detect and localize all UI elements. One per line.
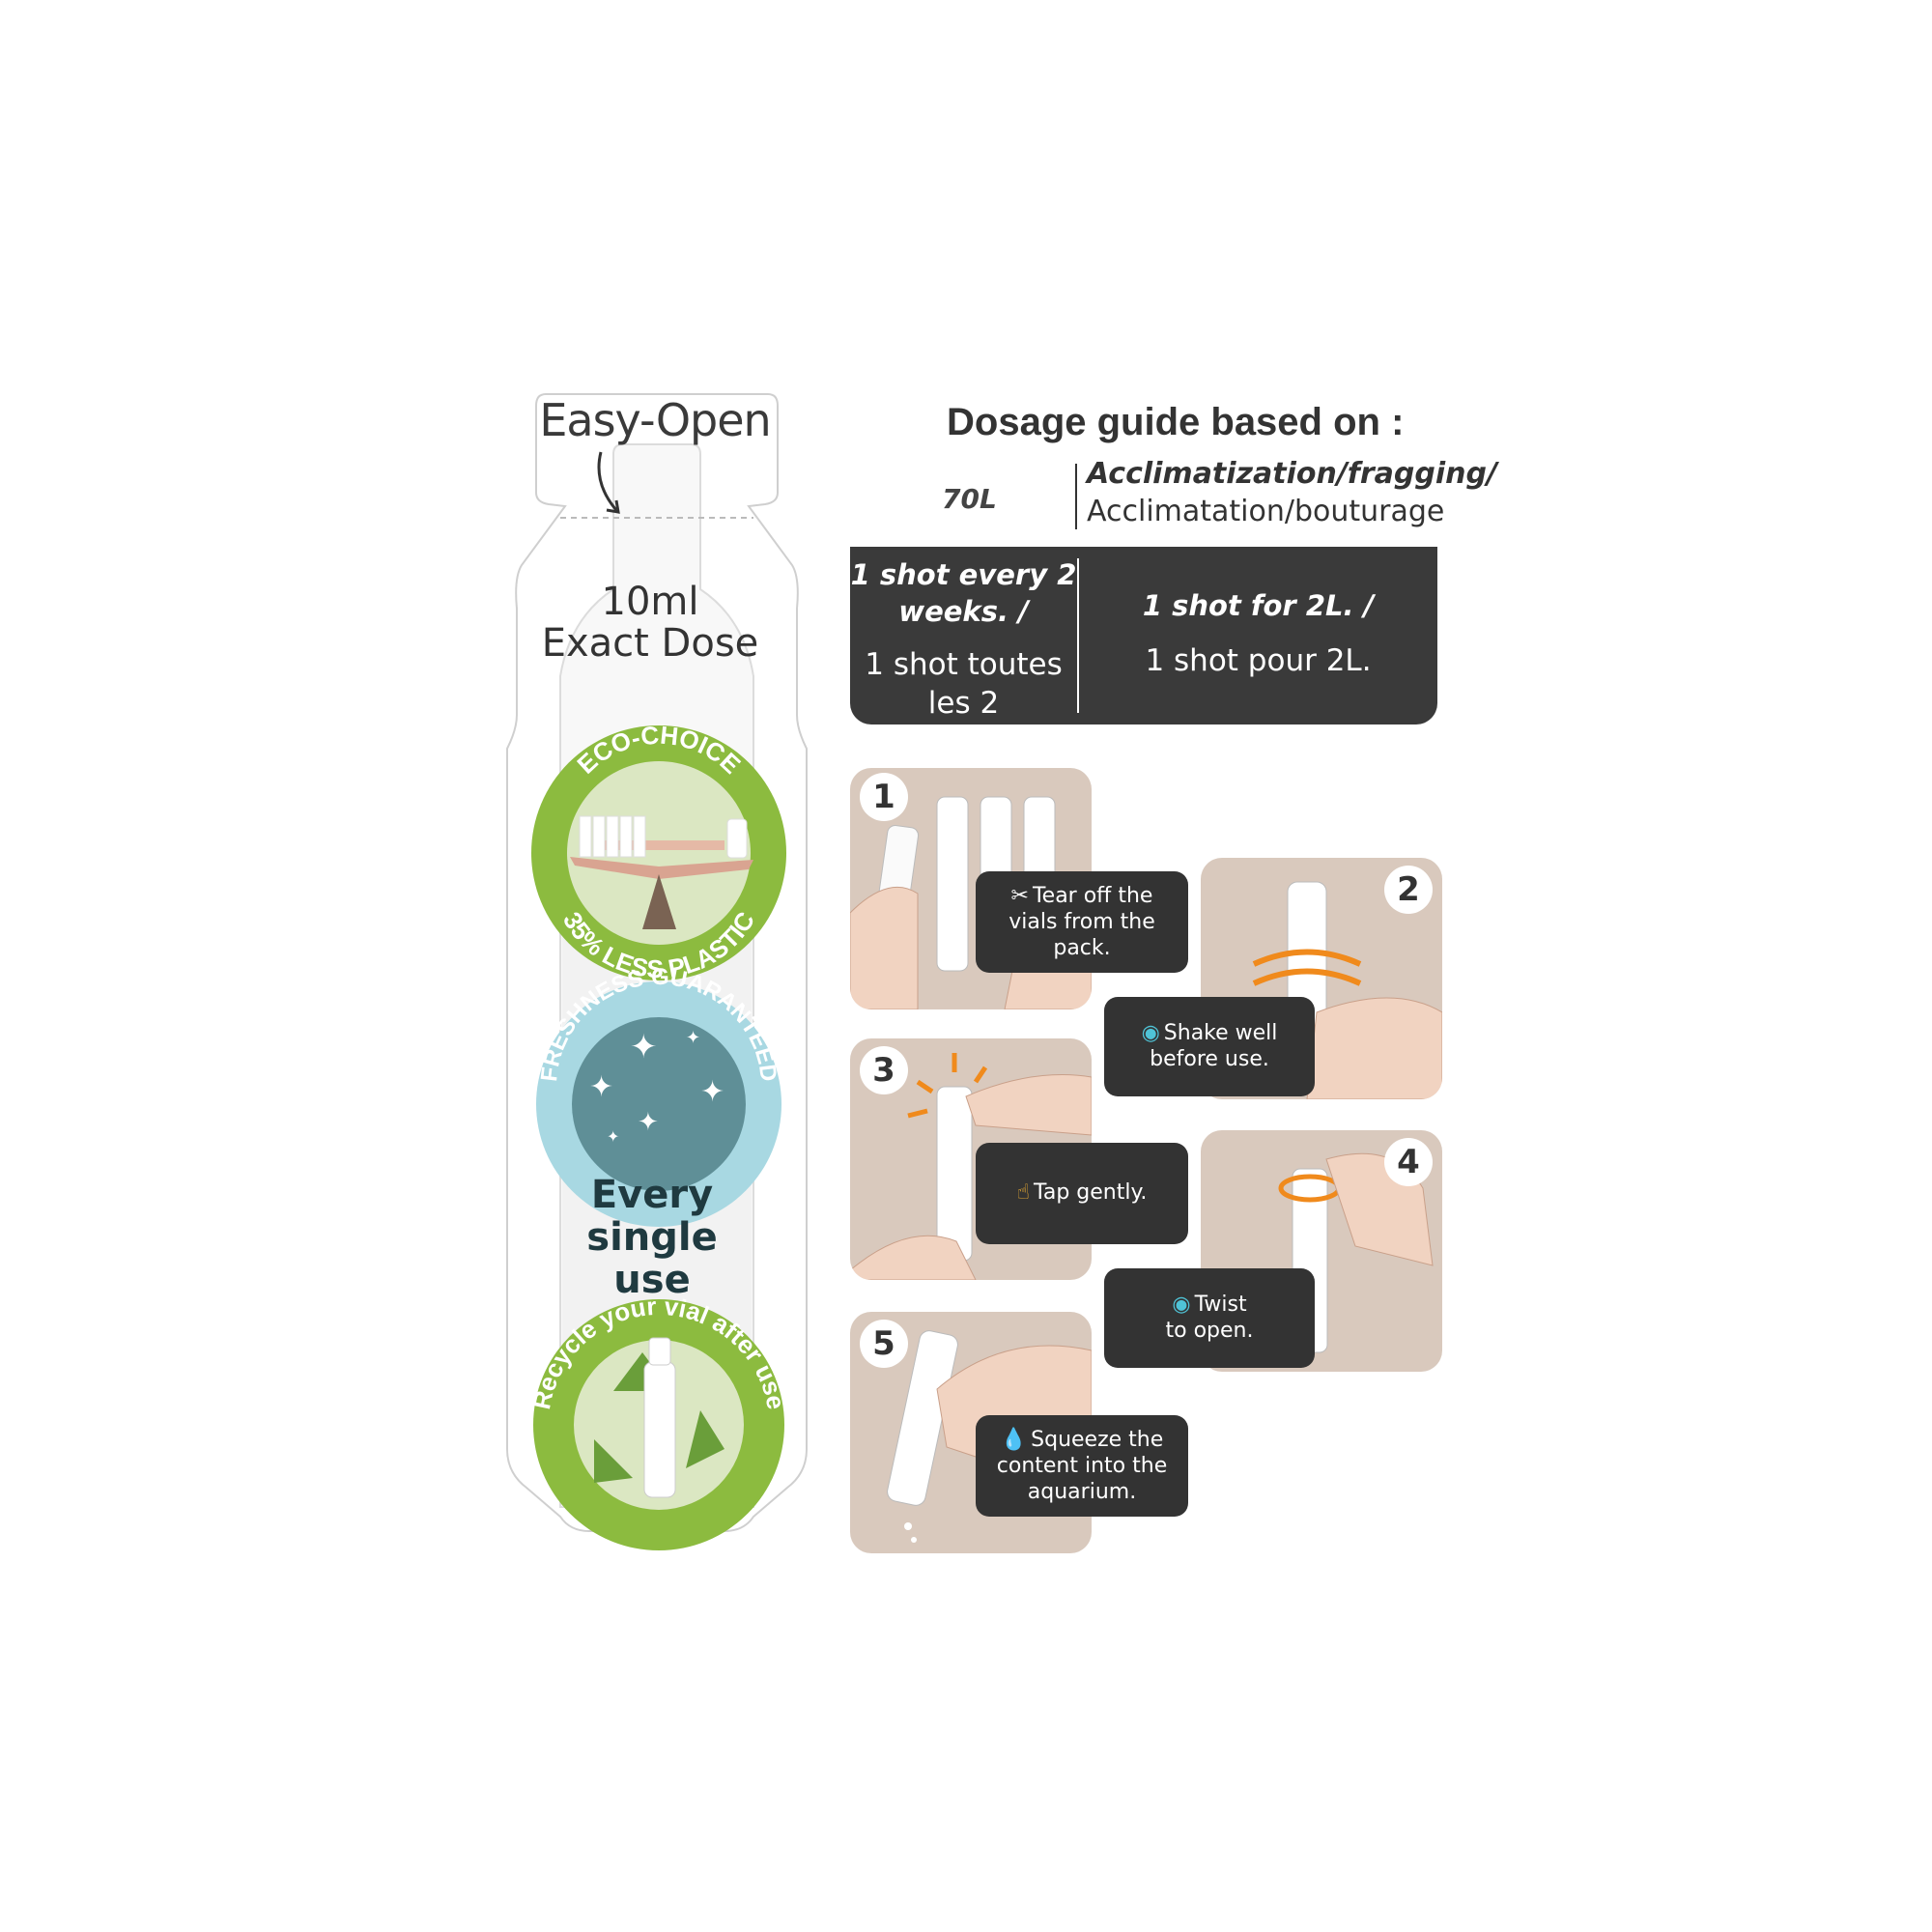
- sparkle-icon: ✦: [700, 1075, 724, 1109]
- dosage-table: 1 shot every 2 weeks. / 1 shot toutes le…: [850, 547, 1437, 759]
- step-1-instruction: ✂Tear off the vials from the pack.: [976, 871, 1188, 973]
- vial-illustration: ECO-CHOICE 35% LESS PLASTIC FRESHNESS GU…: [506, 393, 808, 1550]
- every-single-use-label: Every single use: [555, 1174, 749, 1301]
- col1-en-line2: weeks. /: [898, 595, 1029, 628]
- step-2-line2: before use.: [1150, 1047, 1269, 1071]
- step-1-line3: pack.: [1053, 936, 1111, 960]
- finger-tap-icon: ☝: [1016, 1180, 1031, 1205]
- step-4-number: 4: [1384, 1138, 1433, 1186]
- tap-illustration: [850, 1053, 1092, 1280]
- scissors-icon: ✂: [1010, 884, 1029, 908]
- step-4-line1: Twist: [1194, 1293, 1247, 1317]
- header-french: Acclimatation/bouturage: [1087, 495, 1445, 528]
- step-3-number: 3: [860, 1046, 908, 1094]
- sparkle-icon: ✦: [589, 1070, 613, 1104]
- step-5-number: 5: [860, 1320, 908, 1368]
- step-5-instruction: 💧Squeeze the content into the aquarium.: [976, 1415, 1188, 1517]
- col1-english: 1 shot every 2 weeks. /: [850, 556, 1077, 630]
- col1-french: 1 shot toutes les 2 semaines.: [850, 645, 1077, 761]
- tank-volume: 70L: [942, 483, 997, 515]
- col2-french: 1 shot pour 2L.: [1145, 643, 1372, 678]
- recycle-arrow-icon: [594, 1439, 633, 1483]
- scale-stand: [642, 874, 676, 929]
- dose-volume-label: 10ml: [601, 580, 699, 624]
- sparkle-icon: ✦: [638, 1108, 659, 1137]
- step-5-line3: aquarium.: [1027, 1480, 1137, 1504]
- every-line2: single use: [586, 1215, 718, 1302]
- shake-icon: ◉: [1141, 1021, 1160, 1045]
- step-1-number: 1: [860, 773, 908, 821]
- arrow-head-icon: [606, 499, 620, 514]
- step-4-instruction: ◉Twist to open.: [1104, 1268, 1315, 1368]
- arrow-icon: [597, 451, 618, 511]
- step-5-line2: content into the: [996, 1454, 1168, 1478]
- exact-dose-label: Exact Dose: [541, 621, 759, 666]
- col1-fr-line1: 1 shot toutes: [865, 647, 1063, 682]
- twist-icon: ◉: [1172, 1293, 1191, 1317]
- recycle-arrow-icon: [686, 1410, 724, 1468]
- vial-mini-icon: [643, 1361, 676, 1498]
- step-2-number: 2: [1384, 866, 1433, 914]
- step-1-line1: Tear off the: [1032, 884, 1153, 908]
- step-2-line1: Shake well: [1163, 1021, 1278, 1045]
- sparkle-icon: ✦: [607, 1127, 619, 1146]
- col1-fr-line2: les 2 semaines.: [887, 686, 1040, 759]
- every-line1: Every: [590, 1173, 714, 1217]
- scale-beam: [570, 857, 753, 879]
- col2-english: 1 shot for 2L. /: [1142, 589, 1375, 622]
- sparkle-icon: ✦: [686, 1028, 700, 1048]
- step-3-instruction: ☝Tap gently.: [976, 1143, 1188, 1244]
- dosage-title: Dosage guide based on :: [947, 401, 1405, 443]
- step-2-instruction: ◉Shake well before use.: [1104, 997, 1315, 1096]
- eco-choice-badge: ECO-CHOICE 35% LESS PLASTIC: [531, 721, 786, 983]
- droplet-icon: 💧: [1000, 1428, 1028, 1452]
- col1-en-line1: 1 shot every 2: [850, 558, 1077, 591]
- easy-open-label: Easy-Open: [539, 394, 771, 446]
- header-divider: [1075, 464, 1077, 529]
- sparkle-icon: ✦: [630, 1028, 658, 1066]
- step-3-line1: Tap gently.: [1034, 1180, 1148, 1205]
- header-english: Acclimatization/fragging/: [1087, 457, 1497, 491]
- table-divider: [1077, 558, 1079, 713]
- step-5-line1: Squeeze the: [1031, 1428, 1164, 1452]
- step-1-line2: vials from the: [1009, 910, 1155, 934]
- step-4-line2: to open.: [1165, 1319, 1254, 1343]
